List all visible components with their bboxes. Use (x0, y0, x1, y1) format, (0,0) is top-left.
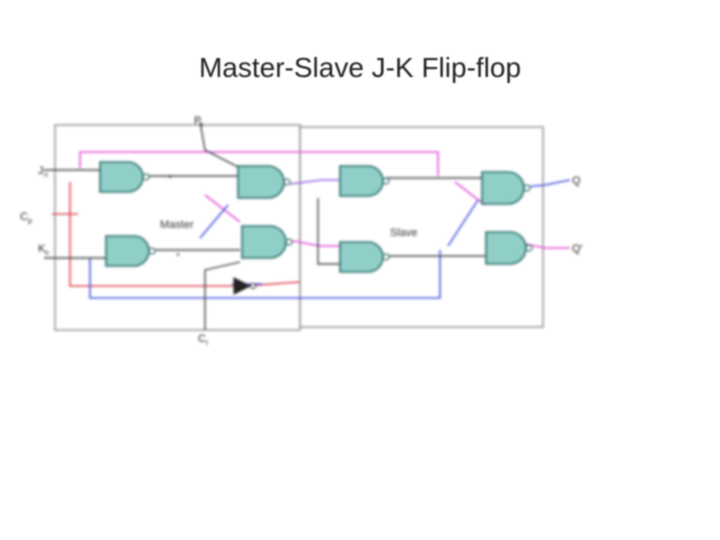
preset-wire (199, 121, 241, 169)
slave-nand-gate-top (339, 165, 390, 197)
clock-wire-red-1 (69, 182, 245, 287)
feedback-wire-bottom (89, 250, 441, 299)
slave-input-wire (317, 198, 340, 265)
preset-subscript: r (201, 122, 204, 129)
q-bar-output-label: Q' (572, 243, 583, 255)
slave-block-frame (299, 126, 544, 328)
master-nand-gate-k (105, 235, 156, 267)
clear-subscript: r (206, 340, 209, 347)
clock-inverter-icon (233, 277, 256, 295)
slave-latch-gate-top (481, 171, 531, 205)
k-input-label: K (38, 243, 46, 255)
k-input-subscript: n (45, 250, 49, 257)
clear-wire (204, 261, 241, 330)
master-latch-gate-top (237, 165, 291, 199)
clock-input-label: C (20, 211, 28, 223)
j-input-label: J (38, 165, 44, 177)
j-input-subscript: n (44, 172, 48, 179)
preset-label: P (194, 115, 201, 127)
clock-input-subscript: p (28, 218, 32, 225)
master-block-label: Master (160, 219, 194, 231)
feedback-wire-top (79, 151, 439, 176)
clear-label: C (198, 333, 206, 345)
slave-nand-gate-bottom (339, 241, 390, 273)
wire-mark-1: × (168, 174, 172, 181)
master-nand-out-wire (287, 239, 340, 247)
cross-couple-wire-3 (199, 204, 229, 239)
q-output-label: Q (572, 175, 581, 187)
cross-couple-wire-1 (204, 194, 241, 223)
cross-couple-wire-4 (447, 199, 479, 247)
master-latch-gate-bottom (241, 225, 293, 259)
cross-couple-wire-2 (454, 181, 486, 206)
slave-block-label: Slave (390, 227, 418, 239)
slave-latch-gate-bottom (485, 231, 533, 265)
master-nand-gate-j (99, 161, 150, 193)
wire-mark-2: × (176, 252, 180, 259)
master-q-to-slave-wire (289, 179, 340, 185)
slide-title: Master-Slave J-K Flip-flop (198, 52, 522, 83)
